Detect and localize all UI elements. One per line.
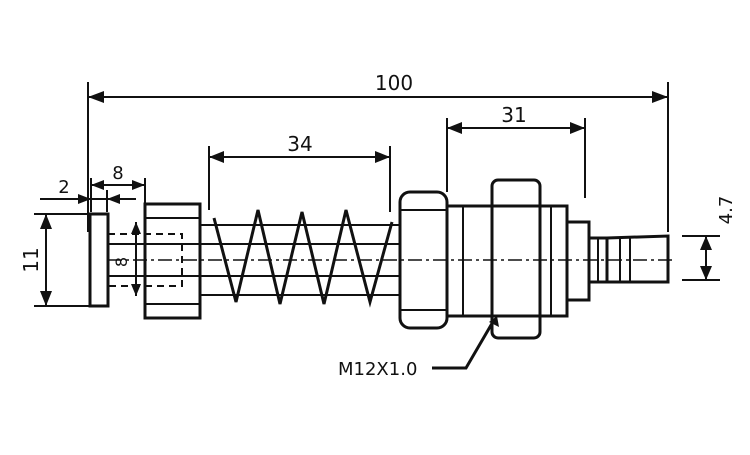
dimension-head-thickness: 8 2 (40, 163, 146, 212)
thread-callout-label: M12X1.0 (338, 359, 417, 380)
flange-collar (143, 202, 202, 320)
end-head-block (88, 212, 110, 308)
spring-length-label: 34 (287, 132, 312, 156)
inner-diameter-label: 8 (112, 257, 131, 267)
head-thickness-label: 8 (112, 163, 123, 184)
dimension-overall-length: 100 (87, 71, 669, 232)
tip-diameter-label: 4.7 (716, 196, 737, 225)
threaded-body (445, 204, 569, 318)
head-height-label: 11 (19, 247, 43, 272)
dimension-thread-section: 31 (446, 103, 586, 198)
neck (565, 220, 591, 302)
overall-length-label: 100 (375, 71, 413, 95)
dimension-tip-diameter: 4.7 (682, 196, 737, 281)
hex-nut (490, 178, 542, 340)
tip (605, 234, 670, 284)
head-offset-label: 2 (58, 177, 69, 198)
thread-section-label: 31 (501, 103, 526, 127)
spring-coil (212, 209, 394, 308)
part-outline (88, 178, 676, 340)
dimension-head-height: 11 (19, 213, 92, 307)
thread-callout: M12X1.0 (338, 316, 499, 380)
dimension-spring-length: 34 (208, 132, 391, 212)
